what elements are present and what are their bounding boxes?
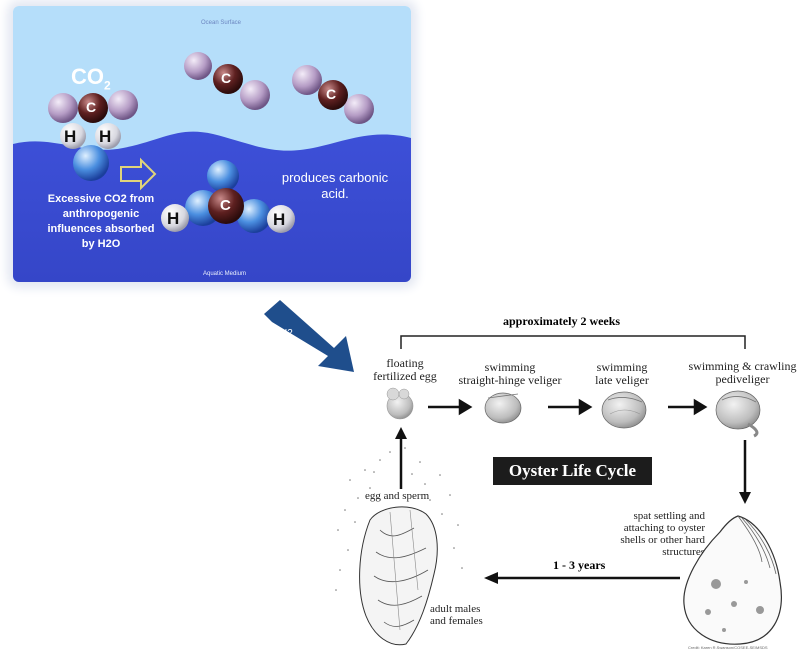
straight-hinge-veliger-icon (484, 392, 522, 424)
carbon-letter-1: C (86, 99, 97, 115)
bottom-caption: Aquatic Medium (203, 271, 247, 277)
carbon-letter-2: C (221, 70, 232, 86)
adult-oysters-icon (335, 447, 463, 646)
left-arrow-icon (484, 572, 680, 584)
co2-label: CO2 (71, 64, 111, 93)
hollow-arrow-icon (120, 157, 157, 191)
adults-description: adult males and females (430, 603, 483, 627)
image-credit: Credit: Karen R.Swanson/COSEE-SE/MSDS (688, 645, 768, 650)
hydrogen-letter-4: H (273, 210, 286, 229)
down-arrow-icon (739, 440, 751, 504)
hydrogen-letter-2: H (99, 127, 112, 146)
late-veliger-icon (601, 391, 647, 429)
stage-arrows (428, 398, 708, 416)
top-caption: Ocean Surface (201, 20, 242, 26)
big-arrow-icon (264, 300, 354, 372)
duration-bracket (400, 335, 746, 349)
life-cycle-title: Oyster Life Cycle (493, 457, 652, 485)
duration-top-label: approximately 2 weeks (503, 314, 621, 328)
egg-icon (386, 387, 414, 420)
arrow-label: H2 CO (280, 328, 295, 352)
larval-stages-graphic (386, 387, 761, 438)
oyster-shell-icon (683, 515, 782, 645)
up-arrow-icon (395, 427, 407, 489)
co2-absorption-panel: CO2 C C C H H H H C Excessive CO2 from a… (13, 6, 411, 282)
absorption-description: Excessive CO2 from anthropogenic influen… (47, 193, 155, 250)
carbon-letter-3: C (326, 86, 337, 102)
pediveliger-icon (715, 390, 761, 438)
hydrogen-letter-1: H (64, 127, 77, 146)
water-and-acid-molecules (60, 123, 295, 233)
hydrogen-letter-3: H (167, 209, 180, 228)
carbonic-acid-description: produces carbonic acid. (281, 170, 389, 201)
spat-description: spat settling and attaching to oyster sh… (620, 510, 705, 558)
co2-molecules (48, 52, 374, 124)
egg-sperm-label: egg and sperm (365, 490, 430, 502)
carbon-letter-4: C (220, 197, 231, 214)
duration-bottom-label: 1 - 3 years (553, 558, 606, 572)
